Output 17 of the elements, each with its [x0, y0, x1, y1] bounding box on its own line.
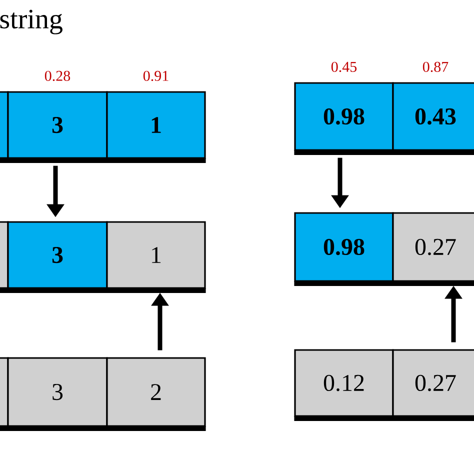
gene-cell: 3 — [7, 357, 108, 431]
gene-cell: 3 — [7, 221, 108, 293]
gene-cell: 3 — [7, 91, 108, 163]
gene-cell: 0.12 — [294, 349, 394, 421]
value-label: 0.28 — [44, 70, 70, 81]
gene-cell: 0.98 — [294, 212, 394, 286]
gene-cell: 0.43 — [392, 82, 474, 155]
gene-cell: 0.27 — [392, 349, 474, 421]
gene-cell: 1 — [106, 91, 206, 163]
gene-cell: 2 — [106, 357, 206, 431]
value-label: 0.87 — [422, 62, 448, 72]
gene-cell: 0.98 — [294, 82, 394, 155]
title: string — [0, 10, 62, 34]
value-label: 0.91 — [143, 70, 168, 81]
value-label: 0.45 — [331, 62, 357, 72]
gene-cell: 1 — [106, 221, 206, 293]
gene-cell: 0.27 — [392, 212, 474, 286]
